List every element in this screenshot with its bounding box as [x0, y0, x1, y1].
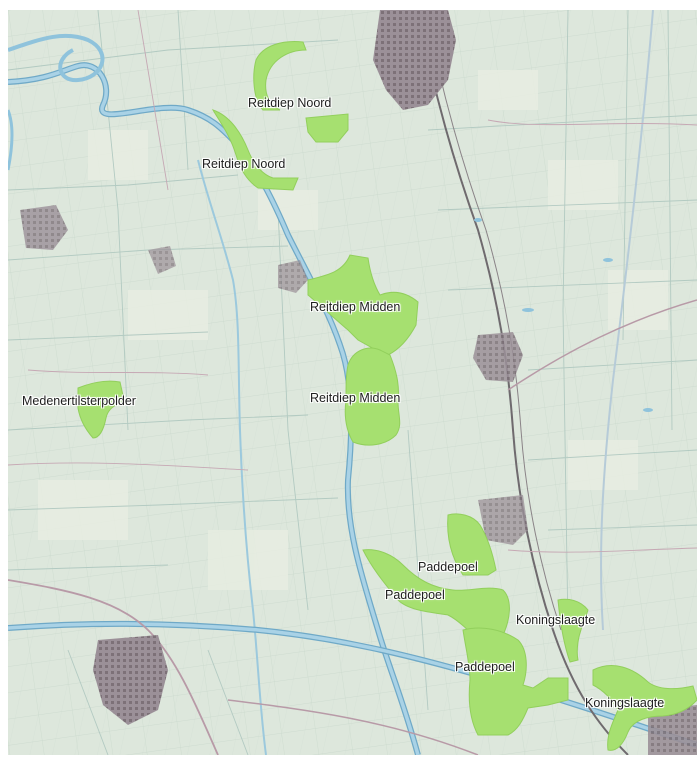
topographic-map[interactable] — [8, 10, 697, 755]
area-reitdiep-noord-south — [211, 109, 299, 191]
label-paddepoel-1: Paddepoel — [418, 560, 478, 574]
road-south — [227, 699, 479, 755]
river-loop — [8, 33, 105, 83]
ponds — [474, 218, 653, 412]
area-koningslaagte-north — [557, 598, 589, 663]
village-east — [478, 495, 528, 545]
reitdiep-canal — [8, 63, 420, 755]
label-paddepoel-3: Paddepoel — [455, 660, 515, 674]
area-paddepoel-north — [447, 513, 497, 576]
label-reitdiep-midden-1: Reitdiep Midden — [310, 300, 401, 314]
area-reitdiep-noord-north — [253, 41, 307, 111]
railway-line-2 — [425, 10, 562, 631]
town-north — [373, 10, 456, 110]
town-northwest — [20, 205, 68, 250]
label-paddepoel-2: Paddepoel — [385, 588, 445, 602]
area-reitdiep-midden-north — [307, 254, 419, 356]
village-west — [148, 246, 176, 274]
label-reitdiep-noord-1: Reitdiep Noord — [248, 96, 332, 110]
east-west-canal — [8, 621, 697, 747]
side-canal — [197, 159, 267, 755]
ditches — [8, 10, 697, 755]
area-reitdiep-midden-south — [344, 347, 401, 446]
secondary-roads — [8, 10, 697, 553]
area-medenertilsterpolder — [77, 380, 125, 439]
label-koningslaagte-2: Koningslaagte — [585, 696, 665, 710]
label-reitdiep-midden-2: Reitdiep Midden — [310, 391, 401, 405]
label-medenertilsterpolder: Medenertilsterpolder — [22, 394, 136, 408]
town-southwest — [93, 635, 168, 725]
town-southeast — [648, 705, 697, 755]
road-east — [600, 10, 654, 631]
area-paddepoel-south — [462, 627, 569, 736]
label-koningslaagte-1: Koningslaagte — [516, 613, 596, 627]
area-koningslaagte-east — [592, 665, 697, 751]
nature-areas — [77, 41, 697, 751]
area-paddepoel-mid — [362, 549, 510, 641]
river-west — [8, 109, 14, 171]
urban-areas — [20, 10, 697, 755]
village-mid — [278, 260, 308, 293]
label-reitdiep-noord-2: Reitdiep Noord — [202, 157, 286, 171]
road-southwest — [8, 579, 219, 755]
railway-line — [417, 10, 629, 755]
area-reitdiep-noord-mid — [305, 113, 349, 143]
road-diagonal — [507, 299, 697, 391]
town-center — [473, 332, 523, 382]
